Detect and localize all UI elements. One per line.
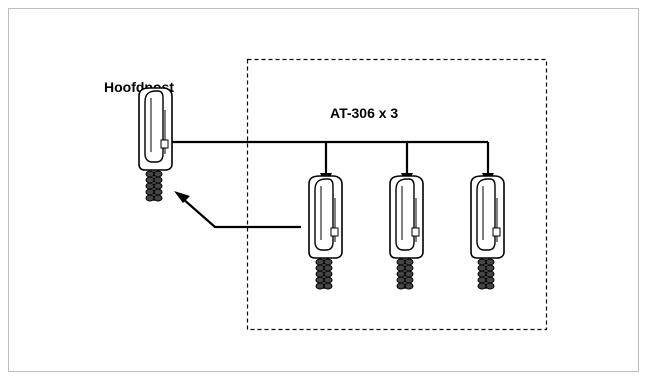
return-arrow — [174, 191, 301, 229]
outer-frame — [8, 8, 639, 372]
bus-lines — [172, 140, 490, 176]
group-box — [246, 58, 548, 331]
group-label: AT-306 x 3 — [330, 105, 398, 121]
handset-3-icon — [470, 175, 505, 290]
handset-2-icon — [389, 175, 424, 290]
main-handset-icon — [138, 87, 173, 202]
handset-1-icon — [308, 175, 343, 290]
